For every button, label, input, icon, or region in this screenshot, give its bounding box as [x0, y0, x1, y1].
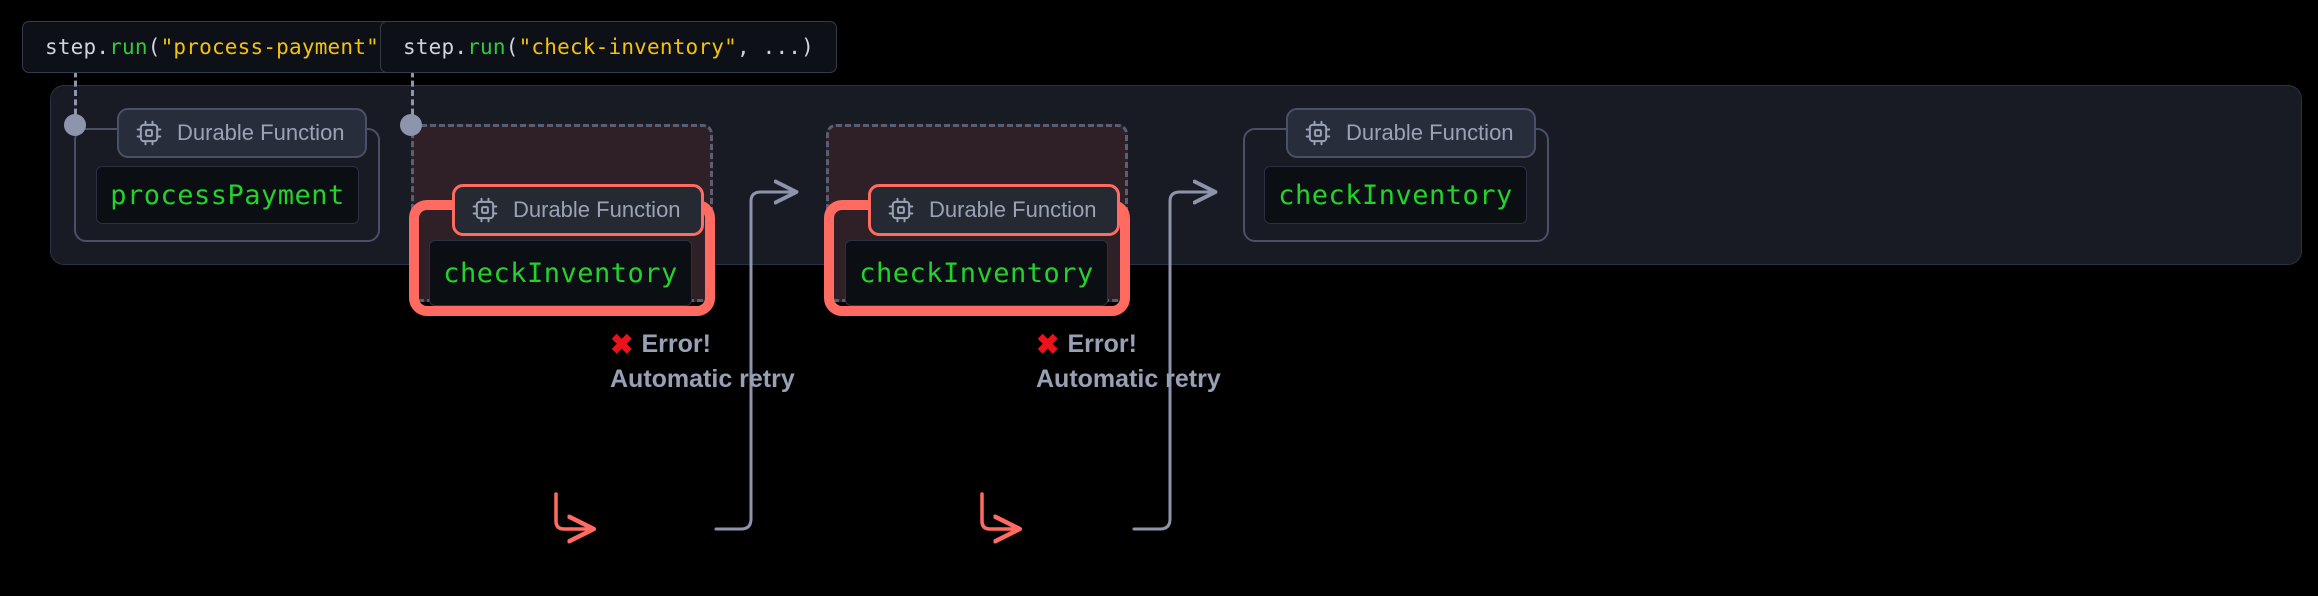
- step-2-function-name: checkInventory: [443, 257, 678, 289]
- error-x-icon: ✖: [610, 328, 634, 360]
- error-note-1-detail: Automatic retry: [610, 365, 795, 393]
- error-arrow-1: [554, 492, 592, 529]
- error-note-1-line1: ✖ Error!: [610, 330, 795, 359]
- step-4-durable-function-badge[interactable]: Durable Function: [1286, 108, 1536, 158]
- error-arrow-2: [980, 492, 1018, 529]
- callout-1-anchor-dot: [64, 114, 86, 136]
- callout-1-fn: run: [109, 35, 148, 59]
- callout-2-rest: , ...): [736, 35, 814, 59]
- step-3-badge-label: Durable Function: [929, 197, 1097, 222]
- cpu-icon: [1304, 119, 1332, 147]
- step-4-code-box: checkInventory: [1264, 166, 1527, 224]
- cpu-icon: [135, 119, 163, 147]
- step-1-function-name: processPayment: [110, 179, 345, 211]
- error-note-2-detail: Automatic retry: [1036, 365, 1221, 393]
- step-3-function-name: checkInventory: [859, 257, 1094, 289]
- error-note-2: ✖ Error! Automatic retry: [1036, 330, 1221, 394]
- callout-2-connector: [411, 62, 414, 124]
- step-1-code-box: processPayment: [96, 166, 359, 224]
- step-4-function-name: checkInventory: [1278, 179, 1513, 211]
- step-1-durable-function-badge[interactable]: Durable Function: [117, 108, 367, 158]
- callout-2-prefix: step.: [403, 35, 468, 59]
- step-2-badge-label: Durable Function: [513, 197, 681, 222]
- step-2-code-box: checkInventory: [429, 240, 692, 306]
- callout-1-arg: "process-payment": [160, 35, 379, 59]
- error-note-1-label: Error!: [641, 330, 711, 358]
- callout-1-open: (: [147, 35, 161, 59]
- step-1-badge-label: Durable Function: [177, 120, 345, 145]
- error-note-1: ✖ Error! Automatic retry: [610, 330, 795, 394]
- step-2-durable-function-badge[interactable]: Durable Function: [452, 184, 704, 236]
- error-x-icon: ✖: [1036, 328, 1060, 360]
- callout-1-connector: [74, 62, 77, 124]
- cpu-icon: [887, 196, 915, 224]
- callout-1-prefix: step.: [45, 35, 110, 59]
- cpu-icon: [471, 196, 499, 224]
- callout-2-arg: "check-inventory": [518, 35, 737, 59]
- workflow-panel: [50, 85, 2302, 265]
- error-note-2-label: Error!: [1067, 330, 1137, 358]
- callout-check-inventory: step.run("check-inventory", ...): [380, 21, 837, 73]
- error-note-2-line1: ✖ Error!: [1036, 330, 1221, 359]
- step-4-badge-label: Durable Function: [1346, 120, 1514, 145]
- callout-2-open: (: [505, 35, 519, 59]
- callout-2-fn: run: [467, 35, 506, 59]
- callout-2-anchor-dot: [400, 114, 422, 136]
- step-3-code-box: checkInventory: [845, 240, 1108, 306]
- step-3-durable-function-badge[interactable]: Durable Function: [868, 184, 1120, 236]
